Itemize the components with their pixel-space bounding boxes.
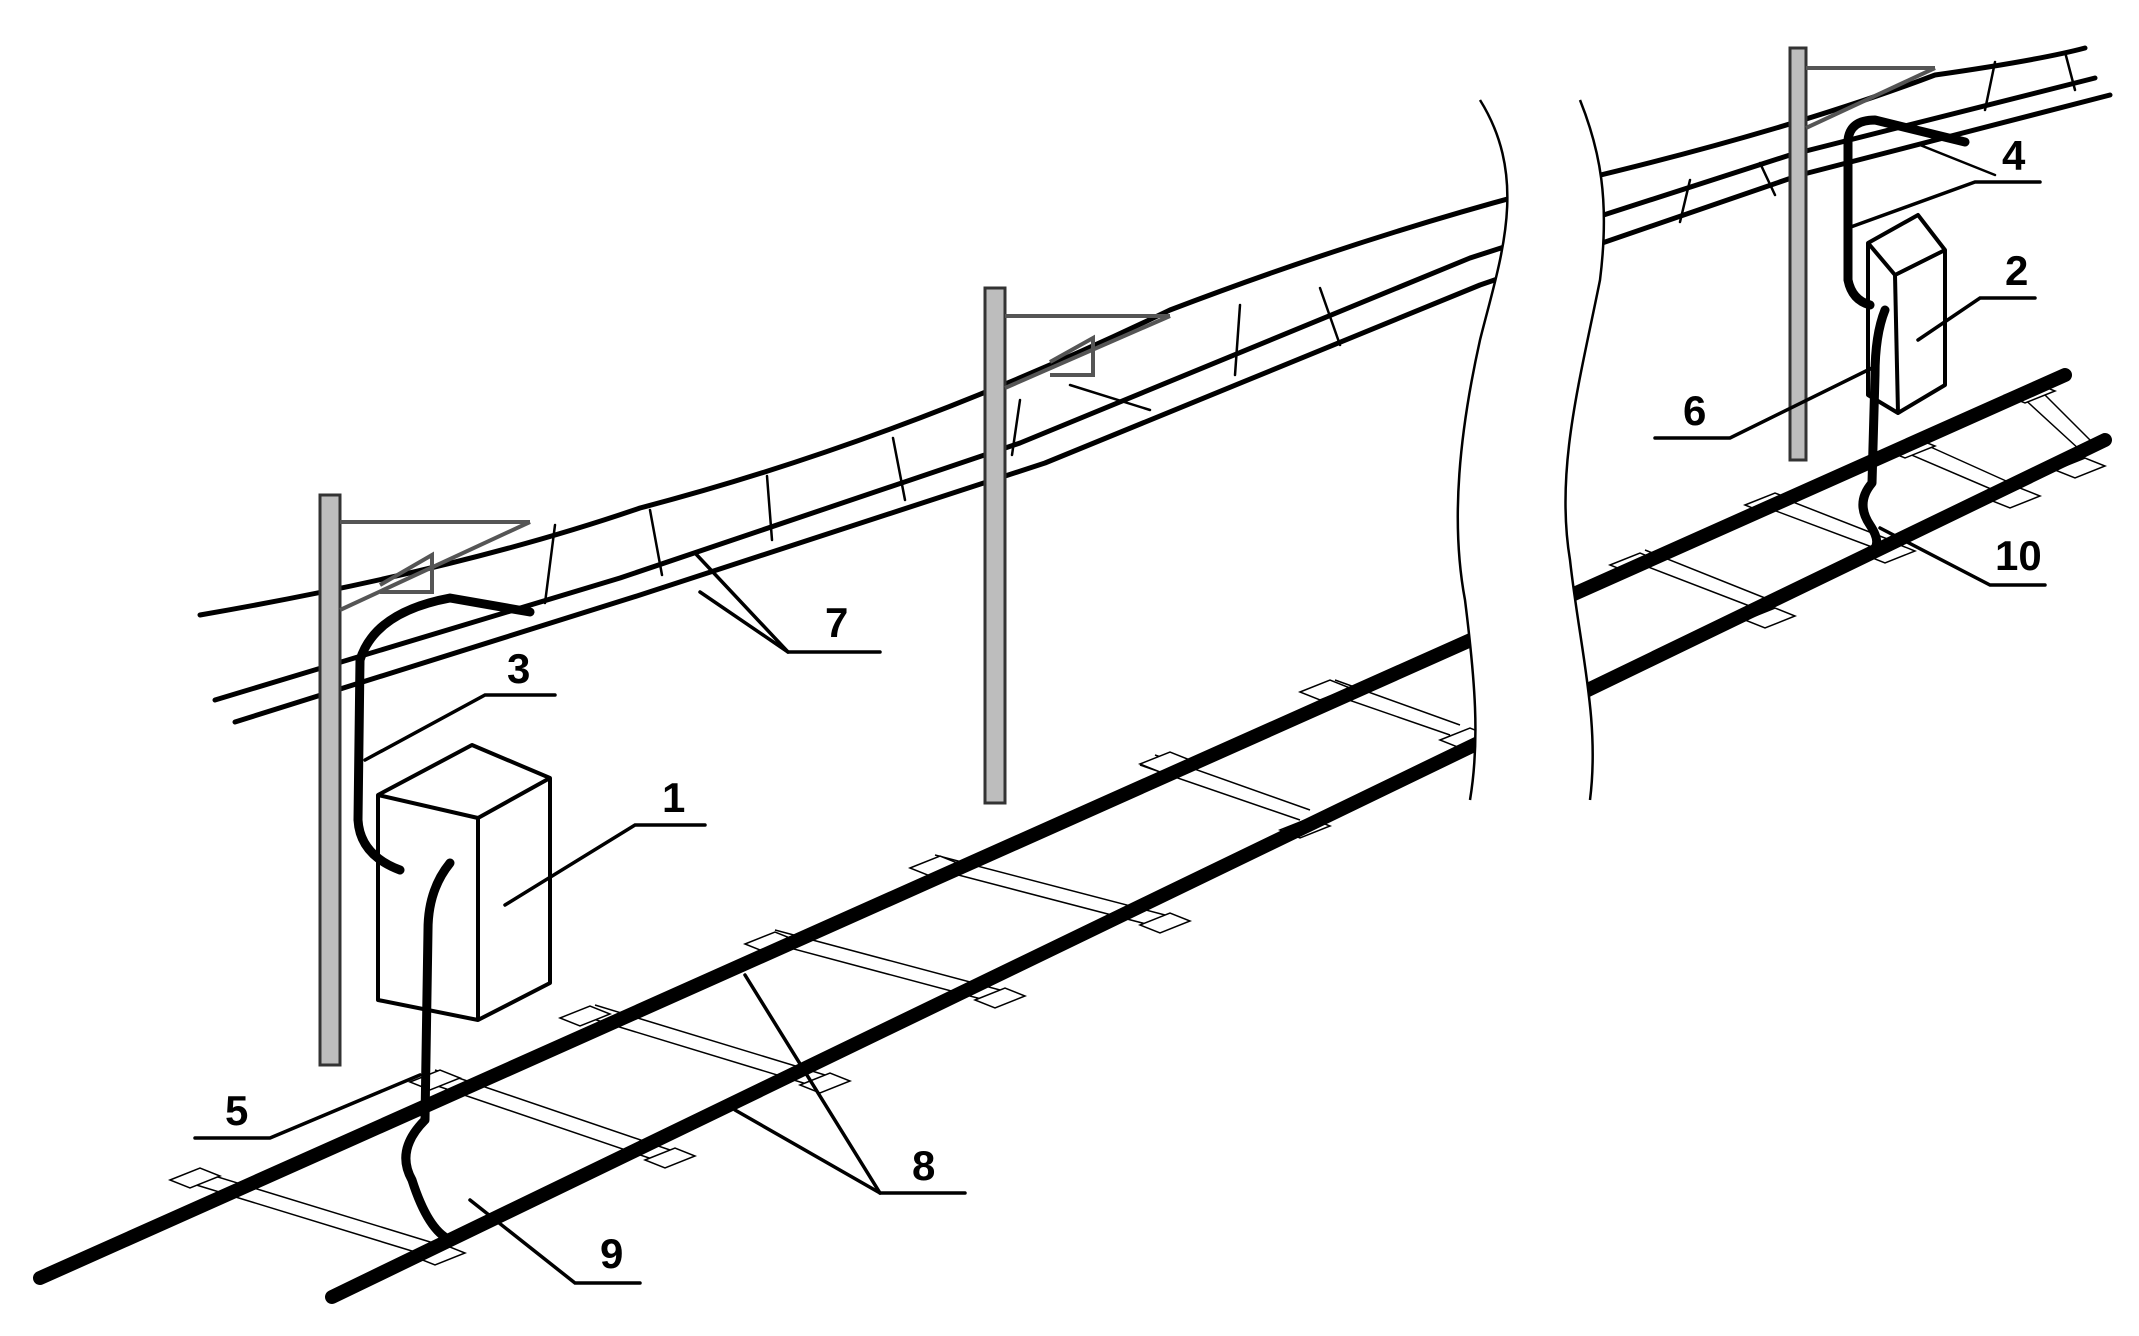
catenary [197, 45, 2113, 725]
leader-3 [363, 693, 557, 762]
break-section [1456, 99, 1606, 801]
steady-arm [1068, 383, 1152, 412]
pole-1 [318, 493, 531, 1067]
leader-5 [193, 1073, 422, 1140]
label-10: 10 [1995, 532, 2042, 579]
leader-9 [468, 1198, 642, 1285]
label-2: 2 [2005, 247, 2028, 294]
label-4: 4 [2002, 132, 2026, 179]
leader-6 [1653, 366, 1874, 440]
label-9: 9 [600, 1230, 623, 1277]
reference-labels: 1 2 3 4 5 6 7 8 9 10 [225, 132, 2042, 1277]
cabinet-1 [376, 743, 552, 1022]
label-6: 6 [1683, 387, 1706, 434]
cable-3 [353, 593, 535, 875]
sleeper [407, 1069, 698, 1169]
pole-3 [1788, 46, 1936, 462]
sleeper [557, 1004, 853, 1094]
leader-1 [503, 823, 707, 907]
steady-arm [1918, 143, 1997, 177]
leader-10 [1878, 526, 2047, 587]
contact-wire-lower [232, 92, 2113, 725]
cable-5 [401, 858, 455, 1245]
rail-right [325, 433, 2112, 1304]
contact-wire-upper [212, 75, 2098, 703]
cabinet-2 [1866, 213, 1947, 415]
droppers [543, 50, 2077, 605]
label-3: 3 [507, 645, 530, 692]
label-8: 8 [912, 1142, 935, 1189]
cable-6 [1858, 305, 1890, 553]
leader-2 [1916, 296, 2037, 342]
leader-4 [1846, 180, 2042, 230]
label-1: 1 [662, 774, 685, 821]
sleeper [1297, 679, 1493, 749]
pole-2 [983, 286, 1171, 805]
label-7: 7 [825, 599, 848, 646]
rail-left [33, 368, 2072, 1285]
leader-lines [193, 180, 2047, 1285]
cable-4 [1843, 115, 1970, 310]
messenger-wire [197, 45, 2088, 618]
label-5: 5 [225, 1087, 248, 1134]
